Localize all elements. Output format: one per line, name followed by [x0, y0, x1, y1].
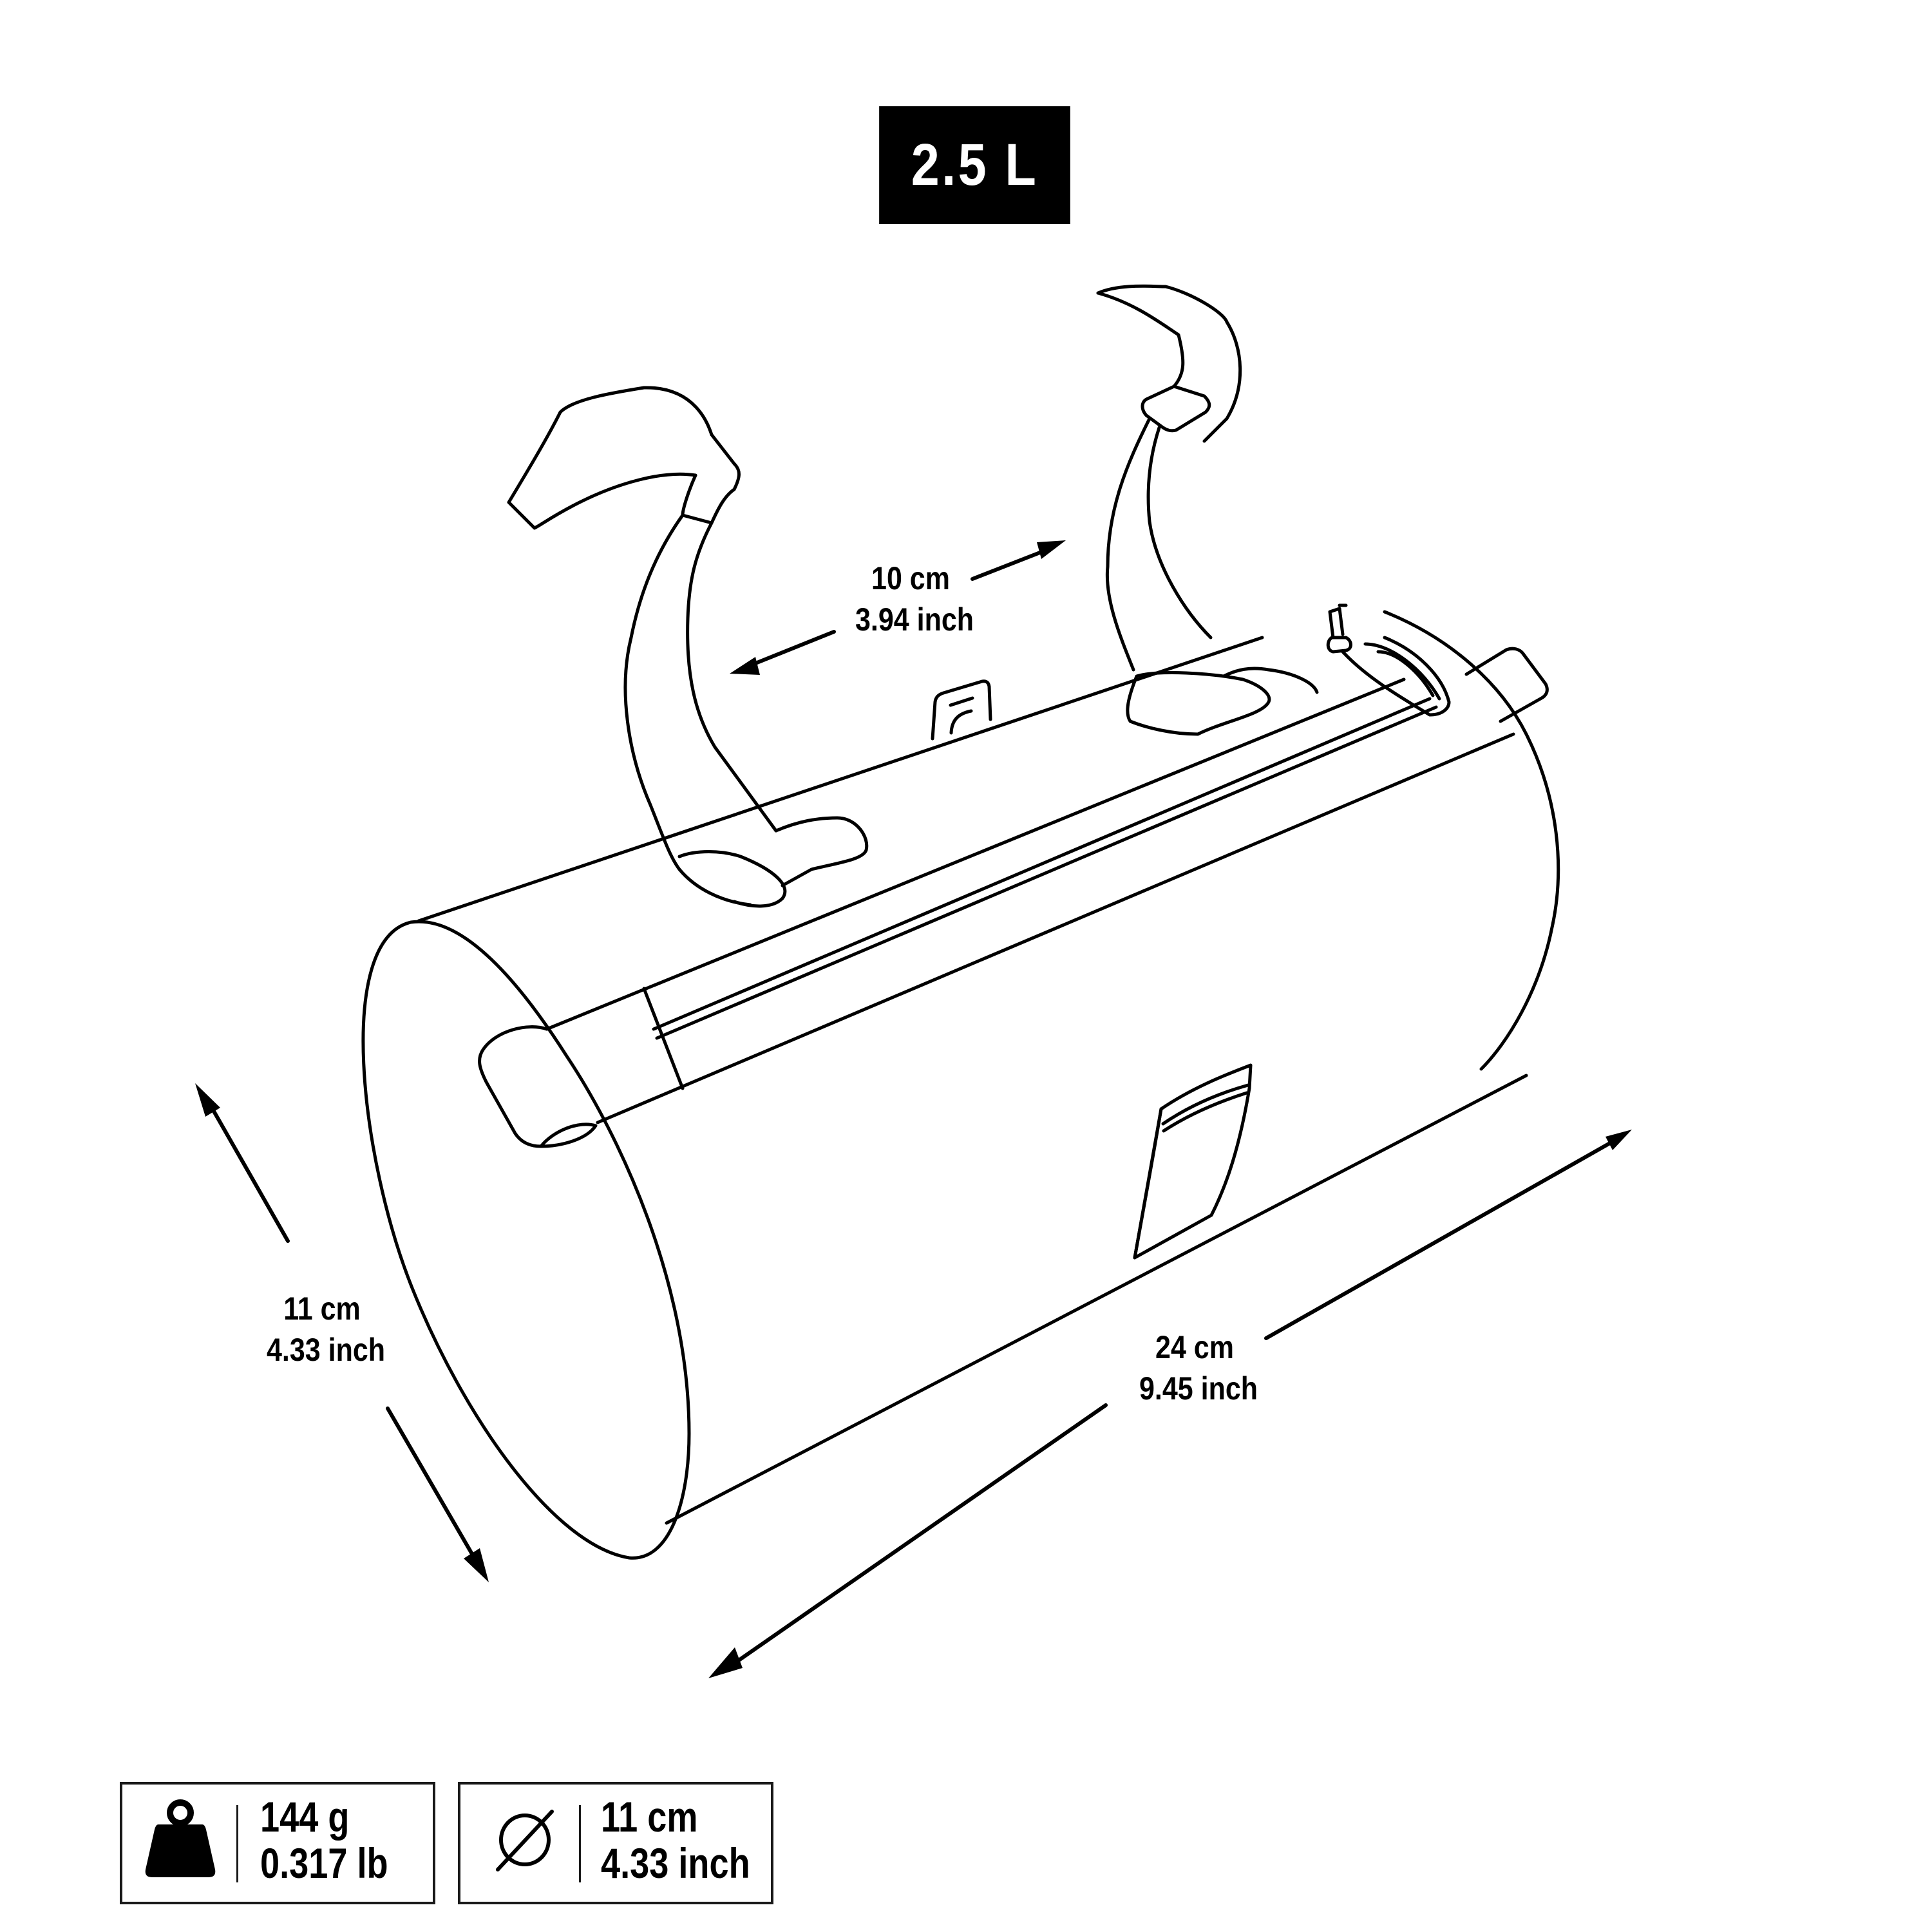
- height-arrow-up: [211, 1107, 290, 1243]
- length-arrow-down: [732, 1403, 1108, 1665]
- length-label: 24 cm 9.45 inch: [1139, 1327, 1258, 1409]
- right-handle-strap: [1096, 284, 1319, 736]
- height-imperial: 4.33 inch: [267, 1332, 386, 1368]
- length-arrow-up: [1264, 1141, 1612, 1340]
- left-strap-tab: [478, 1025, 598, 1148]
- body-bottom-edge: [665, 1074, 1528, 1525]
- front-pocket: [1133, 1063, 1253, 1260]
- dimension-arrows: [195, 540, 1632, 1678]
- length-imperial: 9.45 inch: [1139, 1370, 1258, 1406]
- zip-band: [478, 647, 1549, 1148]
- body-top-edge: [417, 636, 1264, 923]
- length-metric: 24 cm: [1155, 1329, 1234, 1365]
- left-handle-strap: [507, 386, 869, 908]
- diameter-imperial: 4.33 inch: [601, 1839, 750, 1887]
- left-end-cap: [361, 920, 691, 1560]
- handle-spacing-label: 10 cm 3.94 inch: [855, 558, 974, 640]
- right-end-cap: [1383, 610, 1560, 1071]
- back-tag: [931, 679, 992, 741]
- handle-spacing-imperial: 3.94 inch: [855, 601, 974, 638]
- height-metric: 11 cm: [283, 1291, 361, 1327]
- height-arrow-down: [386, 1406, 474, 1556]
- length-arrow-down-head: [708, 1647, 743, 1678]
- weight-metric: 144 g: [260, 1793, 350, 1841]
- spacing-arrow-left-head: [730, 657, 760, 675]
- handle-spacing-metric: 10 cm: [871, 560, 950, 596]
- capacity-badge: 2.5 L: [879, 106, 1070, 224]
- right-strap-tab: [1464, 647, 1549, 723]
- drawcord: [1326, 603, 1451, 717]
- weight-spec-box: 144 g 0.317 lb: [120, 1782, 435, 1904]
- spec-divider: [236, 1805, 238, 1882]
- spacing-arrow-right: [971, 549, 1045, 581]
- diameter-metric: 11 cm: [601, 1793, 698, 1841]
- height-arrow-down-head: [464, 1548, 489, 1582]
- bag-body: [361, 610, 1560, 1560]
- height-label: 11 cm 4.33 inch: [267, 1288, 386, 1370]
- diameter-spec-box: 11 cm 4.33 inch: [458, 1782, 773, 1904]
- spec-divider: [579, 1805, 581, 1882]
- spacing-arrow-left: [750, 630, 836, 667]
- length-arrow-up-head: [1605, 1130, 1632, 1150]
- weight-icon: [145, 1799, 216, 1877]
- weight-values: 144 g 0.317 lb: [260, 1794, 388, 1886]
- height-arrow-up-head: [195, 1083, 220, 1117]
- capacity-label: 2.5 L: [911, 132, 1039, 198]
- diameter-icon: [496, 1810, 554, 1871]
- spacing-arrow-right-head: [1037, 540, 1066, 559]
- diameter-values: 11 cm 4.33 inch: [601, 1794, 750, 1886]
- weight-imperial: 0.317 lb: [260, 1839, 388, 1887]
